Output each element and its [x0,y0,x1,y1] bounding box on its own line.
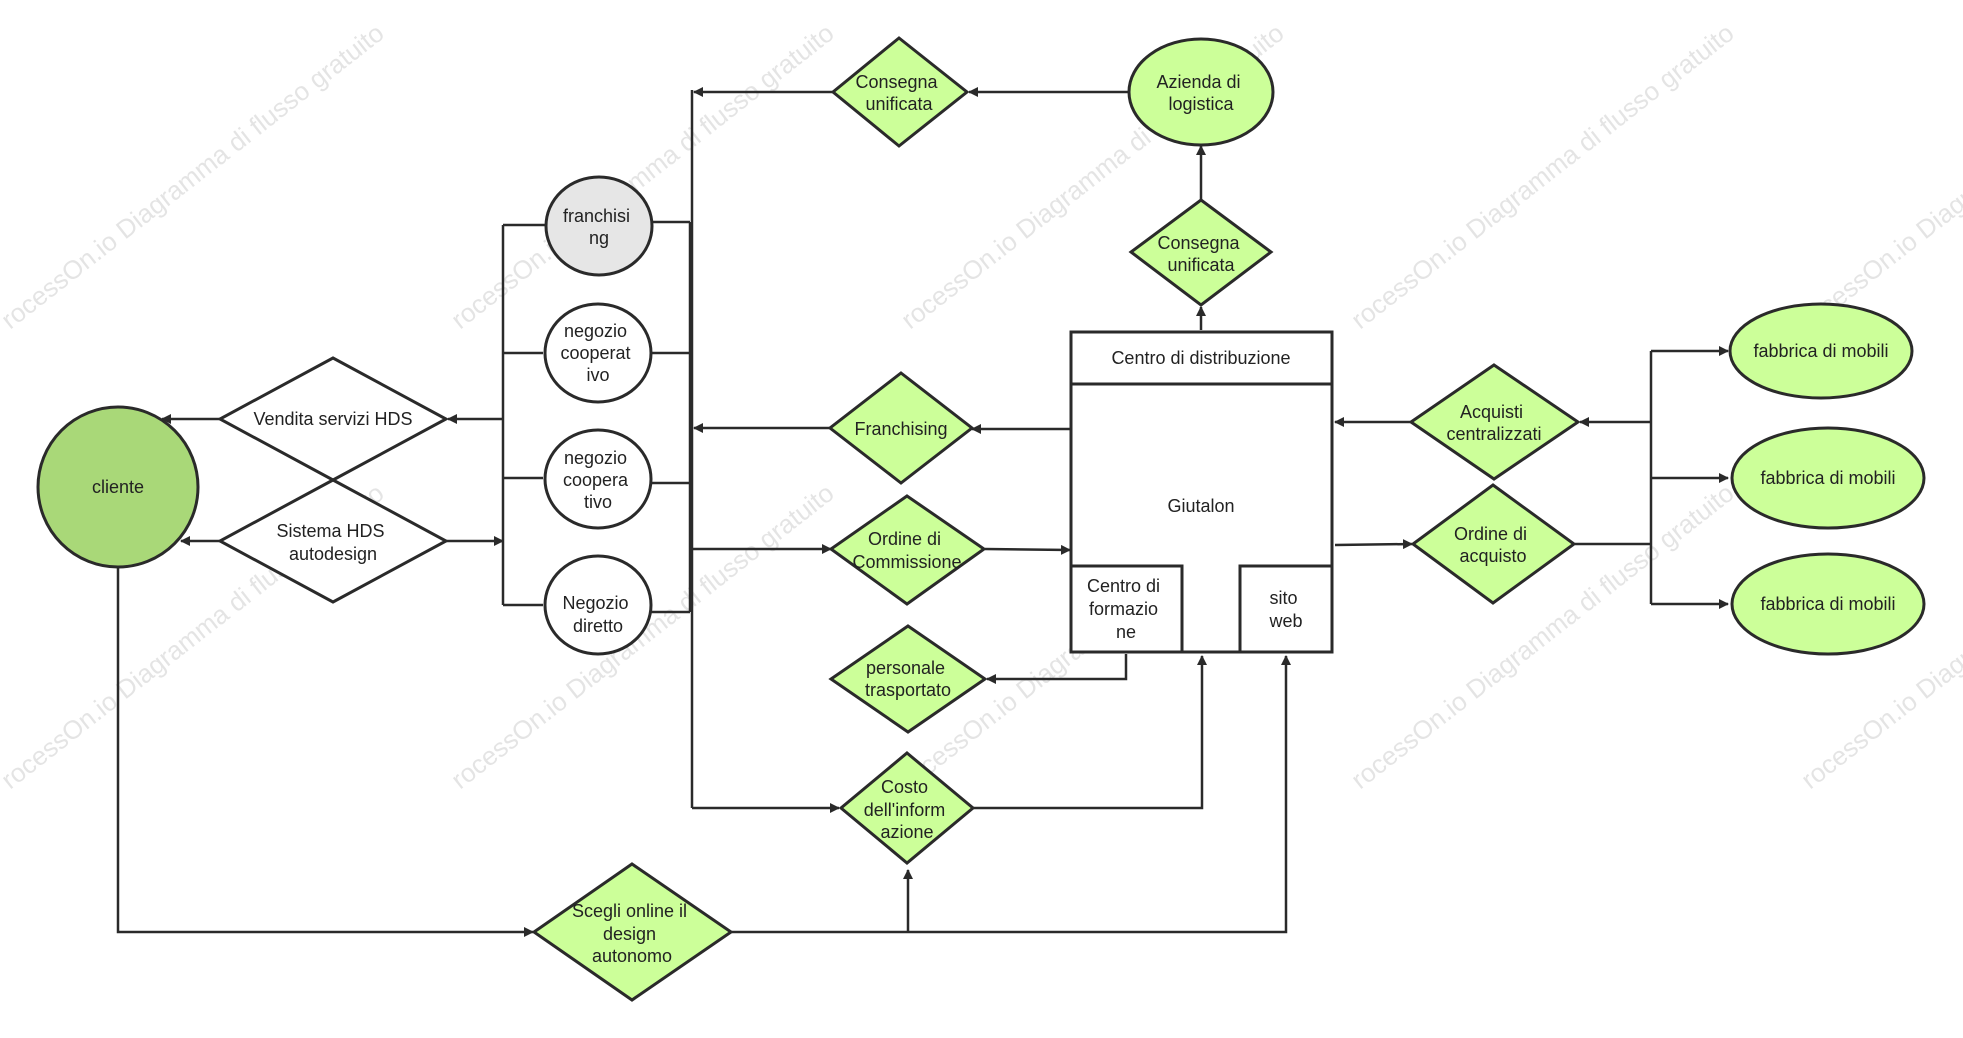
node-negozio-diretto[interactable] [543,554,653,656]
node-fabbrica-di-mobili-2[interactable] [1730,426,1926,530]
label-sito-web: sito web [1268,588,1302,631]
node-consegna-unificata-top[interactable] [830,36,970,148]
edge-formazione-to-personale [986,654,1128,684]
node-franchising-diamond[interactable] [827,371,975,485]
node-negozio-cooperativo-1[interactable] [543,302,653,404]
node-personale-trasportato[interactable] [828,624,988,734]
label-vendita-servizi-hds: Vendita servizi HDS [253,409,412,429]
edge-giutalon-to-ordine-acquisto [1334,539,1413,550]
node-sito-web[interactable] [1238,564,1334,654]
label-azienda-di-logistica: Azienda di logistica [1156,72,1245,114]
label-consegna-unificata-top: Consegna unificata [855,72,942,114]
label-ordine-di-acquisto: Ordine di acquisto [1454,524,1532,566]
label-fabbrica-di-mobili-2: fabbrica di mobili [1760,468,1895,488]
connector-layer [116,87,1729,937]
label-consegna-unificata-mid: Consegna unificata [1157,233,1244,275]
node-fabbrica-di-mobili-3[interactable] [1730,552,1926,656]
label-sistema-hds-autodesign: Sistema HDS autodesign [276,521,389,564]
edge-cliente-to-scegli [116,567,534,937]
label-centro-di-formazione: Centro di formazio ne [1087,576,1165,642]
label-scegli-online-design-autonomo: Scegli online il design autonomo [572,901,692,966]
node-azienda-di-logistica[interactable] [1127,37,1275,147]
label-giutalon: Giutalon [1167,496,1234,516]
node-fabbrica-di-mobili-1[interactable] [1728,302,1914,400]
watermark-text: rocessOn.io Diagramma di flusso gratuito [0,17,389,334]
watermark-text: rocessOn.io Diagramma di flusso gratuito [1795,17,1963,334]
label-negozio-cooperativo-1: negozio cooperat ivo [560,321,635,385]
node-acquisti-centralizzati[interactable] [1408,363,1581,481]
node-layer: cliente Vendita servizi HDS Sistema HDS … [36,36,1926,1002]
node-centro-di-formazione[interactable] [1069,564,1184,654]
label-franchising-store: franchisi ng [563,206,635,248]
node-negozio-cooperativo-2[interactable] [543,428,653,530]
node-sistema-hds-autodesign[interactable] [216,478,450,604]
label-fabbrica-di-mobili-3: fabbrica di mobili [1760,594,1895,614]
node-scegli-online-design-autonomo[interactable] [531,862,734,1002]
label-cliente: cliente [92,477,144,497]
watermark-text: rocessOn.io Diagramma di flusso gratuito [1345,17,1739,334]
label-fabbrica-di-mobili-1: fabbrica di mobili [1753,341,1888,361]
node-franchising-store[interactable] [544,175,654,277]
node-consegna-unificata-mid[interactable] [1128,198,1274,307]
node-ordine-di-acquisto[interactable] [1410,483,1577,605]
label-costo-informazione: Costo dell'inform azione [864,777,950,842]
label-centro-di-distribuzione: Centro di distribuzione [1111,348,1290,368]
edge-scegli-to-sito [731,655,1291,934]
node-costo-informazione[interactable] [838,751,976,865]
watermark-text: rocessOn.io Diagramma di flusso gratuito [445,477,839,794]
label-negozio-diretto: Negozio diretto [562,593,633,636]
edge-costo-to-giutalon [973,655,1207,810]
node-ordine-di-commissione[interactable] [828,494,987,606]
label-acquisti-centralizzati: Acquisti centralizzati [1446,402,1541,444]
label-negozio-cooperativo-2: negozio coopera tivo [563,448,633,512]
label-ordine-di-commissione: Ordine di Commissione [852,529,961,572]
node-cliente[interactable] [36,405,200,569]
watermark-text: rocessOn.io Diagramma di flusso gratuito [445,17,839,334]
edge-ordine-commissione-to-giutalon [984,544,1071,555]
label-personale-trasportato: personale trasportato [865,658,951,700]
label-franchising-diamond: Franchising [854,419,947,439]
